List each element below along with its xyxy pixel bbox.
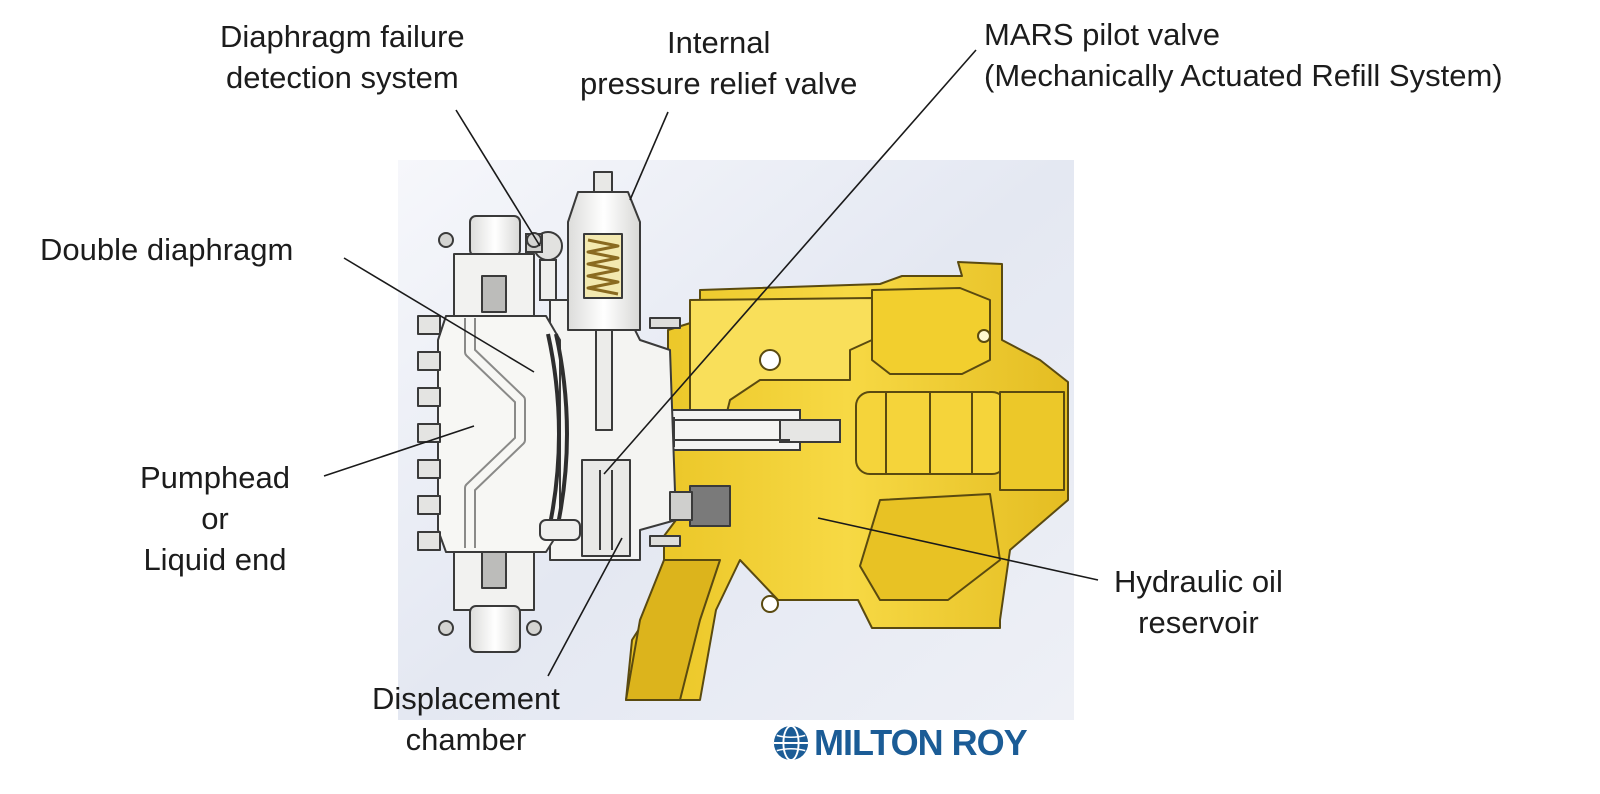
leader-diaphragm-failure	[455, 109, 541, 247]
droplet-globe-icon	[773, 724, 809, 762]
leader-displacement	[547, 537, 623, 677]
callout-internal-relief-line2: pressure relief valve	[580, 66, 858, 101]
leader-lines	[323, 49, 1099, 677]
callout-double-diaphragm: Double diaphragm	[40, 229, 293, 270]
leader-internal-relief	[629, 111, 669, 201]
pumphead	[417, 215, 581, 653]
callout-displacement-line2: chamber	[405, 722, 527, 757]
relief-valve	[567, 171, 641, 431]
callout-displacement-line1: Displacement	[372, 681, 560, 716]
leader-pumphead	[323, 425, 475, 477]
leader-hydraulic	[817, 517, 1099, 581]
callout-mars-line1: MARS pilot valve	[984, 17, 1221, 52]
callout-hydraulic-reservoir: Hydraulic oil reservoir	[1114, 561, 1283, 643]
milton-roy-logo: MILTON ROY	[772, 722, 1028, 764]
callout-diaphragm-failure-line2: detection system	[226, 60, 459, 95]
leader-double-diaphragm	[343, 257, 535, 373]
callout-double-diaphragm-line1: Double diaphragm	[40, 232, 294, 267]
callout-hydraulic-line2: reservoir	[1138, 605, 1259, 640]
hydraulic-housing	[625, 261, 1069, 701]
callout-internal-relief: Internal pressure relief valve	[580, 22, 857, 104]
callout-mars-pilot-valve: MARS pilot valve (Mechanically Actuated …	[984, 14, 1503, 96]
callout-hydraulic-line1: Hydraulic oil	[1114, 564, 1283, 599]
callout-internal-relief-line1: Internal	[667, 25, 771, 60]
callout-diaphragm-failure-line1: Diaphragm failure	[220, 19, 465, 54]
callout-pumphead-line1: Pumphead	[140, 460, 290, 495]
logo-text: MILTON ROY	[814, 722, 1028, 763]
callout-pumphead-line2: or	[201, 501, 229, 536]
callout-pumphead: Pumphead or Liquid end	[140, 457, 290, 580]
callout-displacement-chamber: Displacement chamber	[372, 678, 560, 760]
leader-mars	[603, 49, 977, 475]
callout-mars-line2: (Mechanically Actuated Refill System)	[984, 58, 1503, 93]
callout-pumphead-line3: Liquid end	[143, 542, 287, 577]
callout-diaphragm-failure: Diaphragm failure detection system	[220, 16, 465, 98]
